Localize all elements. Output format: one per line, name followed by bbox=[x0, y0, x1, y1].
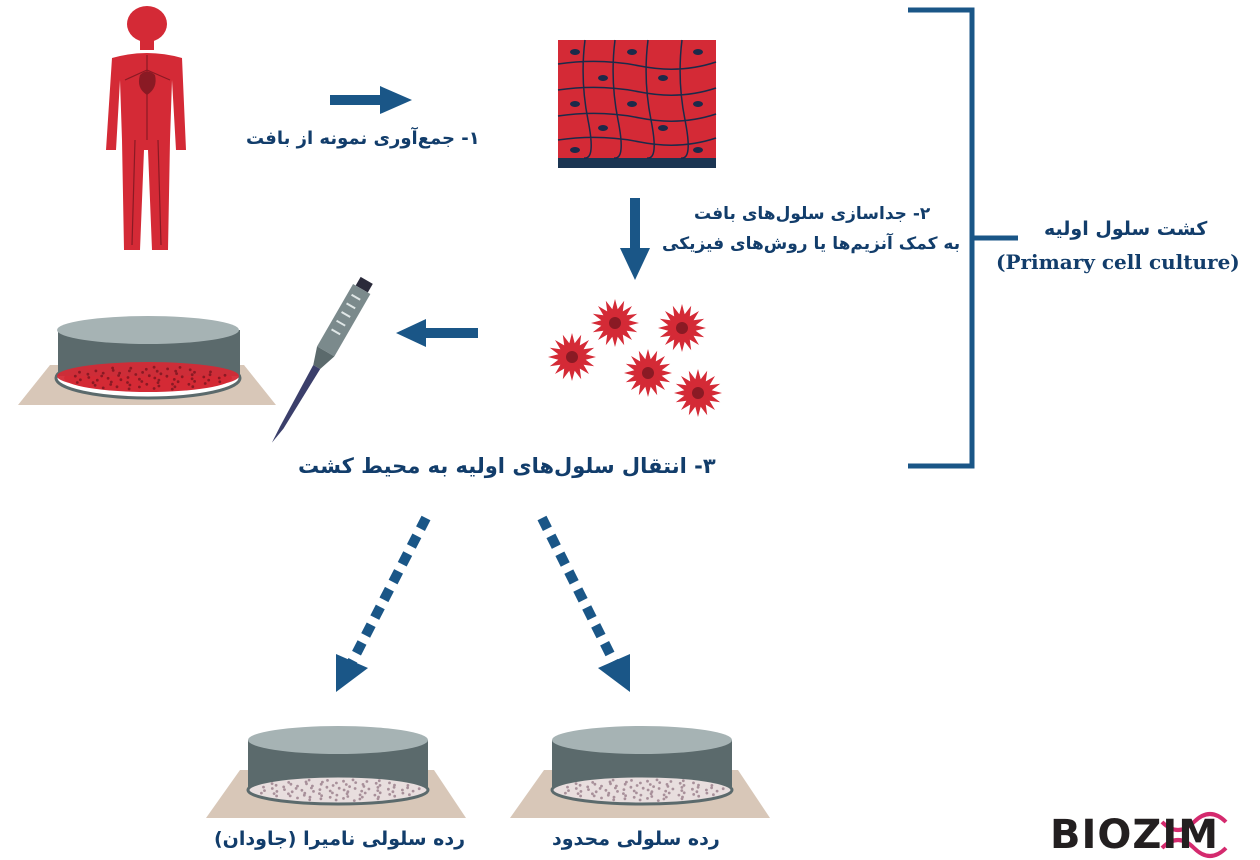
arrow-right-icon bbox=[330, 86, 412, 114]
cell-5 bbox=[674, 369, 722, 417]
logo: BIOZIM bbox=[1050, 812, 1219, 858]
arrow-left-icon bbox=[396, 319, 478, 347]
culture-dish-finite-icon bbox=[510, 726, 770, 818]
cell-3 bbox=[548, 333, 596, 381]
cell-4 bbox=[624, 349, 672, 397]
step2-label-line2: به کمک آنزیم‌ها یا روش‌های فیزیکی bbox=[662, 234, 961, 254]
step3-label: ۳- انتقال سلول‌های اولیه به محیط کشت bbox=[298, 454, 716, 478]
dashed-arrow-left-icon bbox=[336, 515, 431, 692]
bracket-title-en: (Primary cell culture) bbox=[996, 250, 1240, 274]
isolated-cells-icon bbox=[548, 299, 722, 417]
arrow-down-icon bbox=[620, 198, 650, 280]
bracket-icon bbox=[908, 7, 1018, 469]
logo-dna-icon bbox=[1160, 812, 1228, 858]
pipette-icon bbox=[271, 276, 373, 443]
outcome-immortal-label: رده سلولی نامیرا (جاودان) bbox=[214, 828, 466, 850]
logo-text: BIOZIM bbox=[1050, 812, 1220, 858]
cell-1 bbox=[591, 299, 639, 347]
dashed-arrow-right-icon bbox=[537, 515, 630, 692]
tissue-icon bbox=[557, 39, 717, 168]
culture-dish-immortal-icon bbox=[206, 726, 466, 818]
outcome-finite-label: رده سلولی محدود bbox=[552, 828, 720, 850]
bracket-title-fa: کشت سلول اولیه bbox=[1044, 218, 1208, 240]
step2-label-line1: ۲- جداسازی سلول‌های بافت bbox=[694, 204, 931, 224]
culture-dish-red-icon bbox=[18, 316, 276, 405]
cell-2 bbox=[658, 304, 706, 352]
human-body-icon bbox=[106, 6, 186, 250]
step1-label: ۱- جمع‌آوری نمونه از بافت bbox=[246, 128, 480, 149]
